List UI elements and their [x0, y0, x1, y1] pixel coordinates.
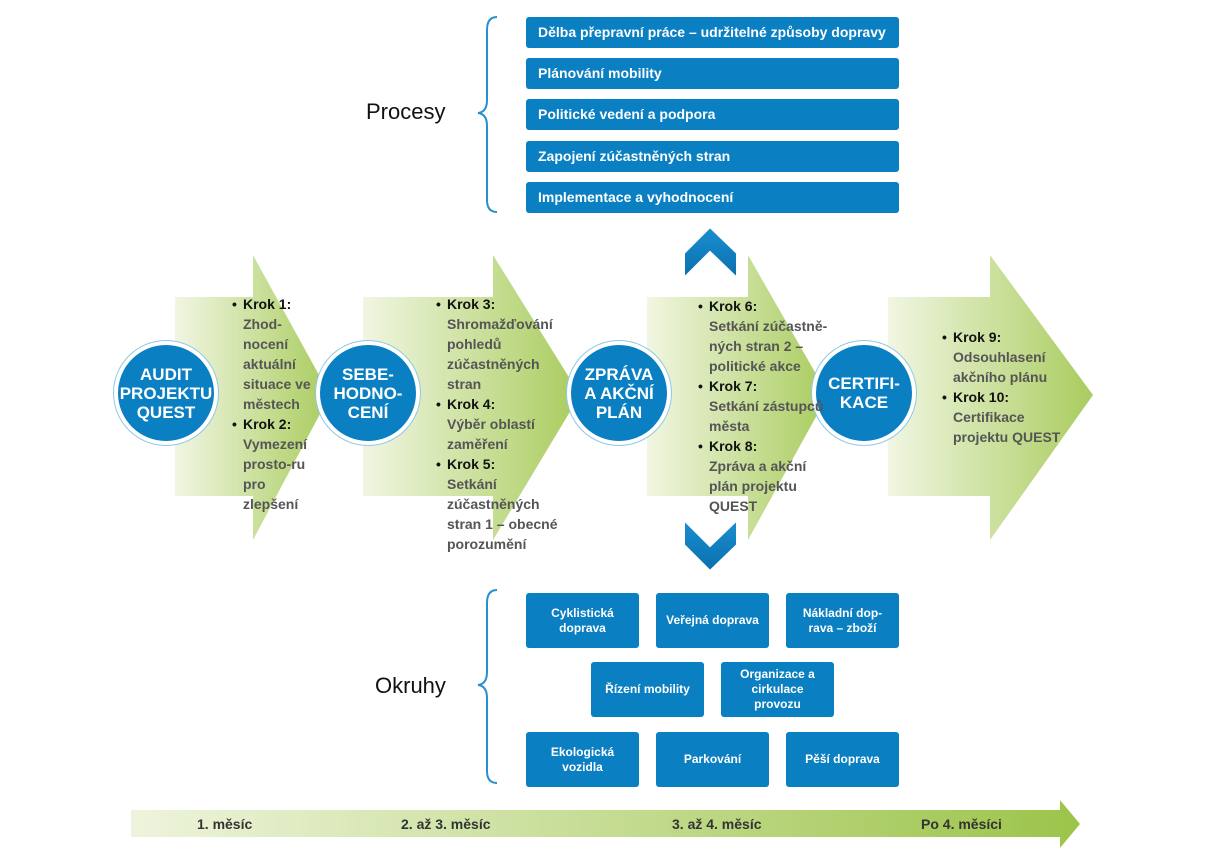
circle-line: QUEST — [136, 402, 196, 422]
proces-item: Politické vedení a podpora — [526, 99, 899, 130]
step-item: Krok 1: Zhod-nocení aktuální situace ve … — [232, 294, 320, 414]
phase-2-steps: Krok 3: Shromažďování pohledů zúčastněný… — [436, 294, 566, 554]
step-name: Krok 5: — [447, 456, 496, 472]
okruh-item: Ekologická vozidla — [526, 732, 639, 787]
timeline-label: 3. až 4. měsíc — [672, 816, 762, 832]
step-desc: Zpráva a akční plán projektu QUEST — [709, 458, 807, 514]
procesy-label: Procesy — [366, 99, 446, 124]
timeline-label: Po 4. měsíci — [921, 816, 1002, 832]
step-name: Krok 8: — [709, 438, 758, 454]
phase-circle-zprava: ZPRÁVA A AKČNÍ PLÁN — [567, 341, 671, 445]
okruh-item: Nákladní dop-rava – zboží — [786, 593, 899, 648]
step-name: Krok 4: — [447, 396, 496, 412]
step-desc: Zhod-nocení aktuální situace ve městech — [243, 316, 311, 412]
timeline-label: 2. až 3. měsíc — [401, 816, 491, 832]
proces-item: Plánování mobility — [526, 58, 899, 89]
circle-line: PROJEKTU — [119, 383, 213, 403]
circle-line: SEBE- — [342, 364, 394, 384]
step-desc: Setkání zástupců města — [709, 398, 824, 434]
okruhy-label: Okruhy — [375, 673, 446, 698]
timeline-arrow — [131, 800, 1080, 848]
chevron-up-icon — [683, 225, 738, 281]
step-item: Krok 4: Výběr oblastí zaměření — [436, 394, 566, 454]
step-desc: Výběr oblastí zaměření — [447, 416, 535, 452]
proces-item: Dělba přepravní práce – udržitelné způso… — [526, 17, 899, 48]
step-name: Krok 1: — [243, 296, 292, 312]
step-name: Krok 9: — [953, 329, 1002, 345]
phase-1-steps: Krok 1: Zhod-nocení aktuální situace ve … — [232, 294, 320, 514]
step-name: Krok 10: — [953, 389, 1010, 405]
step-name: Krok 3: — [447, 296, 496, 312]
step-name: Krok 2: — [243, 416, 292, 432]
brace-procesy-icon — [477, 16, 498, 213]
okruh-item: Veřejná doprava — [656, 593, 769, 648]
step-item: Krok 7: Setkání zástupců města — [698, 376, 833, 436]
circle-line: AUDIT — [140, 364, 192, 384]
step-item: Krok 5: Setkání zúčastněných stran 1 – o… — [436, 454, 566, 554]
step-desc: Certifikace projektu QUEST — [953, 409, 1061, 445]
circle-line: KACE — [839, 393, 889, 412]
step-item: Krok 10: Certifikace projektu QUEST — [942, 387, 1062, 447]
circle-line: PLÁN — [595, 402, 643, 422]
step-item: Krok 8: Zpráva a akční plán projektu QUE… — [698, 436, 833, 516]
chevron-down-icon — [683, 517, 738, 573]
step-item: Krok 2: Vymezení prosto-ru pro zlepšení — [232, 414, 320, 514]
brace-okruhy-icon — [477, 589, 498, 784]
step-desc: Setkání zúčastně-ných stran 2 – politick… — [709, 318, 828, 374]
circle-line: CERTIFI- — [828, 374, 900, 393]
step-desc: Shromažďování pohledů zúčastněných stran — [447, 316, 553, 392]
circle-line: HODNO- — [333, 383, 403, 403]
okruh-item: Řízení mobility — [591, 662, 704, 717]
okruh-item: Cyklistická doprava — [526, 593, 639, 648]
circle-line: CENÍ — [347, 402, 389, 422]
phase-circle-sebehodnoceni: SEBE- HODNO- CENÍ — [316, 341, 420, 445]
okruh-item: Pěší doprava — [786, 732, 899, 787]
okruh-item: Organizace a cirkulace provozu — [721, 662, 834, 717]
step-desc: Vymezení prosto-ru pro zlepšení — [243, 436, 308, 512]
step-desc: Setkání zúčastněných stran 1 – obecné po… — [447, 476, 558, 552]
step-desc: Odsouhlasení akčního plánu — [953, 349, 1048, 385]
phase-4-steps: Krok 9: Odsouhlasení akčního plánu Krok … — [942, 327, 1062, 447]
okruh-item: Parkování — [656, 732, 769, 787]
step-name: Krok 6: — [709, 298, 758, 314]
step-item: Krok 9: Odsouhlasení akčního plánu — [942, 327, 1062, 387]
circle-line: A AKČNÍ — [584, 383, 654, 403]
step-name: Krok 7: — [709, 378, 758, 394]
phase-3-steps: Krok 6: Setkání zúčastně-ných stran 2 – … — [698, 296, 833, 516]
step-item: Krok 3: Shromažďování pohledů zúčastněný… — [436, 294, 566, 394]
timeline-label: 1. měsíc — [197, 816, 253, 832]
circle-line: ZPRÁVA — [584, 364, 654, 384]
phase-circle-audit: AUDIT PROJEKTU QUEST — [114, 341, 218, 445]
proces-item: Implementace a vyhodnocení — [526, 182, 899, 213]
step-item: Krok 6: Setkání zúčastně-ných stran 2 – … — [698, 296, 833, 376]
proces-item: Zapojení zúčastněných stran — [526, 141, 899, 172]
